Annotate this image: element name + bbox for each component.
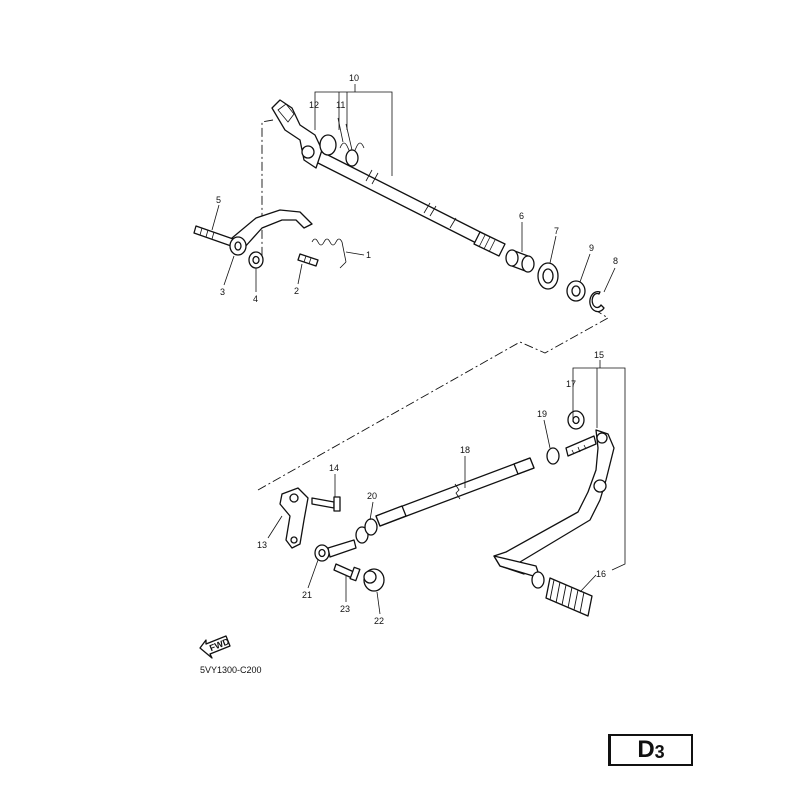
callout-9: 9 — [589, 243, 594, 253]
callout-2: 2 — [294, 286, 299, 296]
callout-10: 10 — [349, 73, 359, 83]
shift-arm — [271, 99, 323, 169]
shaft-collar — [319, 134, 337, 156]
shaft-spline-end — [473, 231, 506, 257]
callout-19: 19 — [537, 409, 547, 419]
callout-22: 22 — [374, 616, 384, 626]
oil-seal-6 — [505, 249, 535, 273]
reference-line-middle — [257, 307, 609, 491]
shift-pedal-15 — [493, 429, 615, 579]
diagram-code: 5VY1300-C200 — [200, 665, 262, 675]
callout-16: 16 — [596, 569, 606, 579]
bolt-23 — [333, 563, 361, 582]
callout-13: 13 — [257, 540, 267, 550]
callout-15: 15 — [594, 350, 604, 360]
rod-end-21 — [314, 539, 357, 562]
callout-20: 20 — [367, 491, 377, 501]
page-badge: D 3 — [608, 734, 693, 766]
callout-numbers: 10 12 11 5 6 7 9 8 1 2 3 4 15 17 19 18 1… — [216, 73, 618, 626]
nut-19 — [546, 447, 560, 465]
callout-12: 12 — [309, 100, 319, 110]
stopper-lever — [231, 209, 313, 249]
callout-5: 5 — [216, 195, 221, 205]
callout-1: 1 — [366, 250, 371, 260]
shift-rod-18 — [375, 457, 535, 527]
return-spring — [337, 117, 365, 154]
reference-line-upper — [261, 119, 274, 262]
shift-shaft-assembly — [271, 99, 506, 257]
tension-spring-1 — [311, 238, 347, 269]
shift-shaft — [311, 149, 501, 253]
callout-4: 4 — [253, 294, 258, 304]
nut-20 — [355, 518, 378, 544]
page-badge-letter: D — [637, 736, 655, 763]
callout-7: 7 — [554, 226, 559, 236]
washer-9 — [566, 280, 586, 302]
callout-leaders — [211, 84, 626, 615]
callout-6: 6 — [519, 211, 524, 221]
bolt-14 — [311, 496, 341, 512]
fwd-arrow-icon: FWD — [199, 635, 231, 659]
bolt-17 — [565, 410, 597, 457]
callout-8: 8 — [613, 256, 618, 266]
reference-lines — [257, 119, 609, 491]
callout-23: 23 — [340, 604, 350, 614]
callout-11: 11 — [336, 100, 345, 110]
shift-arm-13 — [279, 487, 309, 549]
pedal-rubber-16 — [531, 571, 593, 617]
callout-14: 14 — [329, 463, 339, 473]
stopper-lever-group — [193, 209, 347, 269]
bearing-7 — [537, 262, 559, 290]
bolt-2 — [297, 253, 319, 267]
callout-17: 17 — [566, 379, 576, 389]
callout-18: 18 — [460, 445, 470, 455]
callout-3: 3 — [220, 287, 225, 297]
page-badge-number: 3 — [654, 742, 665, 762]
cap-22 — [363, 568, 385, 592]
callout-21: 21 — [302, 590, 312, 600]
circlip-8 — [589, 290, 605, 313]
